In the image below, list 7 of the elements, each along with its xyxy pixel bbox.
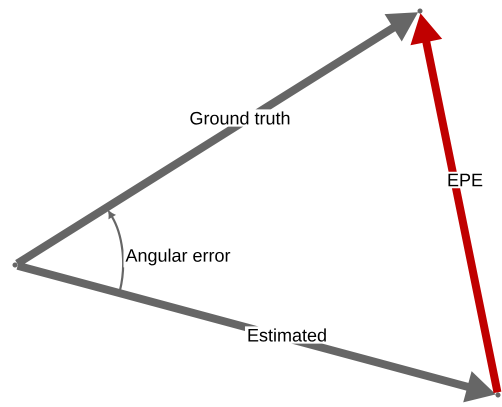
edge-label: EPE	[445, 172, 486, 188]
vertex-point	[12, 262, 18, 268]
vertex-point	[496, 392, 500, 398]
edge-label: Estimated	[245, 326, 330, 344]
angle-label: Angular error	[123, 246, 233, 268]
vertex-point	[418, 8, 422, 14]
edge-label: Ground truth	[187, 109, 293, 127]
